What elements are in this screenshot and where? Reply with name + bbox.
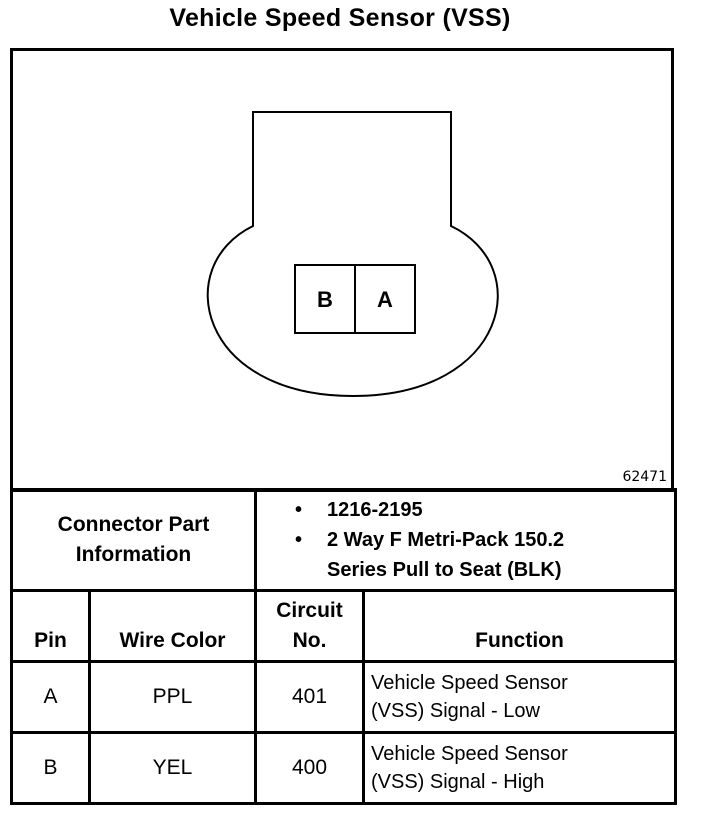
function-cell: Vehicle Speed Sensor (VSS) Signal - Low: [362, 660, 677, 734]
header-pin: Pin: [10, 589, 91, 663]
connector-info-label: Connector Part Information: [10, 488, 257, 592]
pin-cell: A: [10, 660, 91, 734]
wire-color-cell: YEL: [88, 731, 257, 805]
connector-drawing: B A: [206, 111, 499, 398]
header-row: Pin Wire Color Circuit No. Function: [10, 589, 677, 663]
connector-diagram: B A 62471: [10, 48, 674, 492]
circuit-cell: 400: [254, 731, 365, 805]
part-number: 1216-2195: [295, 495, 674, 525]
connector-type-cont: Series Pull to Seat (BLK): [327, 559, 562, 581]
pin-cavity-a: [354, 264, 416, 334]
pin-label-b: B: [317, 287, 333, 312]
connector-type: 2 Way F Metri-Pack 150.2: [295, 525, 674, 555]
connector-info-details: 1216-2195 2 Way F Metri-Pack 150.2 Serie…: [254, 488, 677, 592]
circuit-cell: 401: [254, 660, 365, 734]
table-row: B YEL 400 Vehicle Speed Sensor (VSS) Sig…: [10, 731, 677, 805]
pin-label-a: A: [377, 287, 393, 312]
page-title: Vehicle Speed Sensor (VSS): [169, 4, 511, 32]
wire-color-cell: PPL: [88, 660, 257, 734]
pin-cell: B: [10, 731, 91, 805]
header-circuit: Circuit No.: [254, 589, 365, 663]
figure-id: 62471: [622, 469, 667, 485]
pinout-table: Connector Part Information 1216-2195 2 W…: [10, 488, 677, 805]
connector-info-row: Connector Part Information 1216-2195 2 W…: [10, 488, 677, 592]
header-function: Function: [362, 589, 677, 663]
header-wire-color: Wire Color: [88, 589, 257, 663]
function-cell: Vehicle Speed Sensor (VSS) Signal - High: [362, 731, 677, 805]
table-row: A PPL 401 Vehicle Speed Sensor (VSS) Sig…: [10, 660, 677, 734]
connector-outline: [206, 111, 499, 398]
